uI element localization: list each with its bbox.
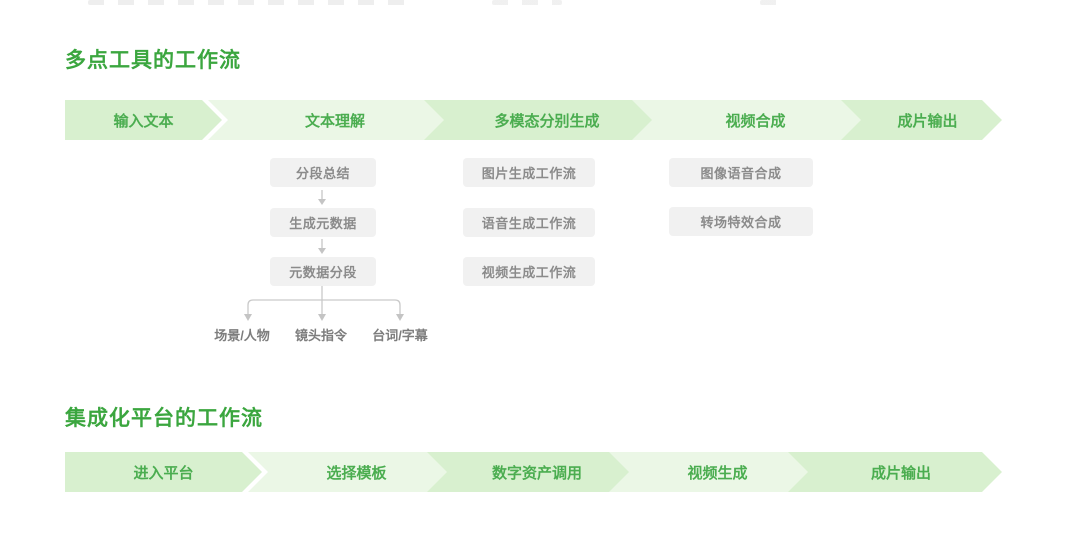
process-box-generate-metadata: 生成元数据 bbox=[270, 208, 376, 237]
workflow-step-multimodal-generation: 多模态分别生成 bbox=[424, 100, 658, 140]
process-box-image-voice-compositing: 图像语音合成 bbox=[669, 158, 813, 187]
down-arrow-icon bbox=[318, 190, 326, 205]
down-arrow-icon bbox=[318, 239, 326, 254]
section-title-integrated-platform: 集成化平台的工作流 bbox=[65, 407, 263, 430]
workflow-step-video-compositing: 视频合成 bbox=[632, 100, 867, 140]
workflow-step-video-generation: 视频生成 bbox=[609, 452, 814, 492]
workflow-step-label: 视频合成 bbox=[725, 112, 786, 130]
workflow-steps-bar-integrated-platform: 进入平台 选择模板 数字资产调用 视频生成 成片输出 bbox=[65, 452, 990, 492]
workflow-step-label: 选择模板 bbox=[326, 464, 387, 482]
process-box-label: 视频生成工作流 bbox=[481, 265, 577, 280]
workflow-step-select-template: 选择模板 bbox=[248, 452, 453, 492]
workflow-step-label: 数字资产调用 bbox=[491, 464, 582, 482]
process-box-image-generation-workflow: 图片生成工作流 bbox=[463, 158, 595, 187]
branch-label-lines-subtitles: 台词/字幕 bbox=[372, 328, 428, 343]
process-box-label: 生成元数据 bbox=[289, 216, 357, 231]
branch-label-camera-instruction: 镜头指令 bbox=[294, 328, 347, 343]
workflow-step-final-output: 成片输出 bbox=[788, 452, 1002, 492]
down-arrow-icon bbox=[318, 314, 326, 321]
branch-connector bbox=[244, 286, 404, 321]
clipped-text-remnant bbox=[88, 0, 418, 5]
process-box-label: 转场特效合成 bbox=[700, 215, 782, 230]
process-box-video-generation-workflow: 视频生成工作流 bbox=[463, 257, 595, 286]
branch-label-scene-character: 场景/人物 bbox=[214, 328, 270, 343]
process-box-segment-summary: 分段总结 bbox=[270, 158, 376, 187]
workflow-step-label: 视频生成 bbox=[687, 464, 748, 482]
workflow-step-input-text: 输入文本 bbox=[65, 100, 222, 140]
workflow-step-digital-asset-invocation: 数字资产调用 bbox=[427, 452, 635, 492]
down-arrow-icon bbox=[244, 314, 252, 321]
workflow-step-enter-platform: 进入平台 bbox=[65, 452, 262, 492]
workflow-steps-bar-multi-tool: 输入文本 文本理解 多模态分别生成 视频合成 成片输出 bbox=[65, 100, 990, 140]
workflow-step-label: 成片输出 bbox=[897, 112, 958, 130]
process-box-label: 语音生成工作流 bbox=[481, 216, 577, 231]
workflow-step-label: 成片输出 bbox=[870, 464, 931, 482]
process-box-label: 图片生成工作流 bbox=[481, 166, 577, 181]
process-box-voice-generation-workflow: 语音生成工作流 bbox=[463, 208, 595, 237]
workflow-step-label: 文本理解 bbox=[304, 112, 365, 130]
down-arrow-icon bbox=[396, 314, 404, 321]
process-box-transition-effects-compositing: 转场特效合成 bbox=[669, 207, 813, 236]
workflow-step-final-output: 成片输出 bbox=[841, 100, 1002, 140]
process-box-label: 图像语音合成 bbox=[700, 166, 782, 181]
workflow-step-text-understanding: 文本理解 bbox=[208, 100, 450, 140]
clipped-text-remnant bbox=[760, 0, 788, 5]
workflow-step-label: 多模态分别生成 bbox=[494, 112, 600, 130]
workflow-step-label: 输入文本 bbox=[113, 112, 174, 130]
section-title-multi-tool: 多点工具的工作流 bbox=[65, 49, 241, 72]
clipped-text-remnant bbox=[492, 0, 562, 5]
workflow-step-label: 进入平台 bbox=[133, 464, 194, 482]
process-box-label: 分段总结 bbox=[295, 166, 350, 181]
process-box-label: 元数据分段 bbox=[289, 265, 357, 280]
process-box-metadata-segmentation: 元数据分段 bbox=[270, 257, 376, 286]
